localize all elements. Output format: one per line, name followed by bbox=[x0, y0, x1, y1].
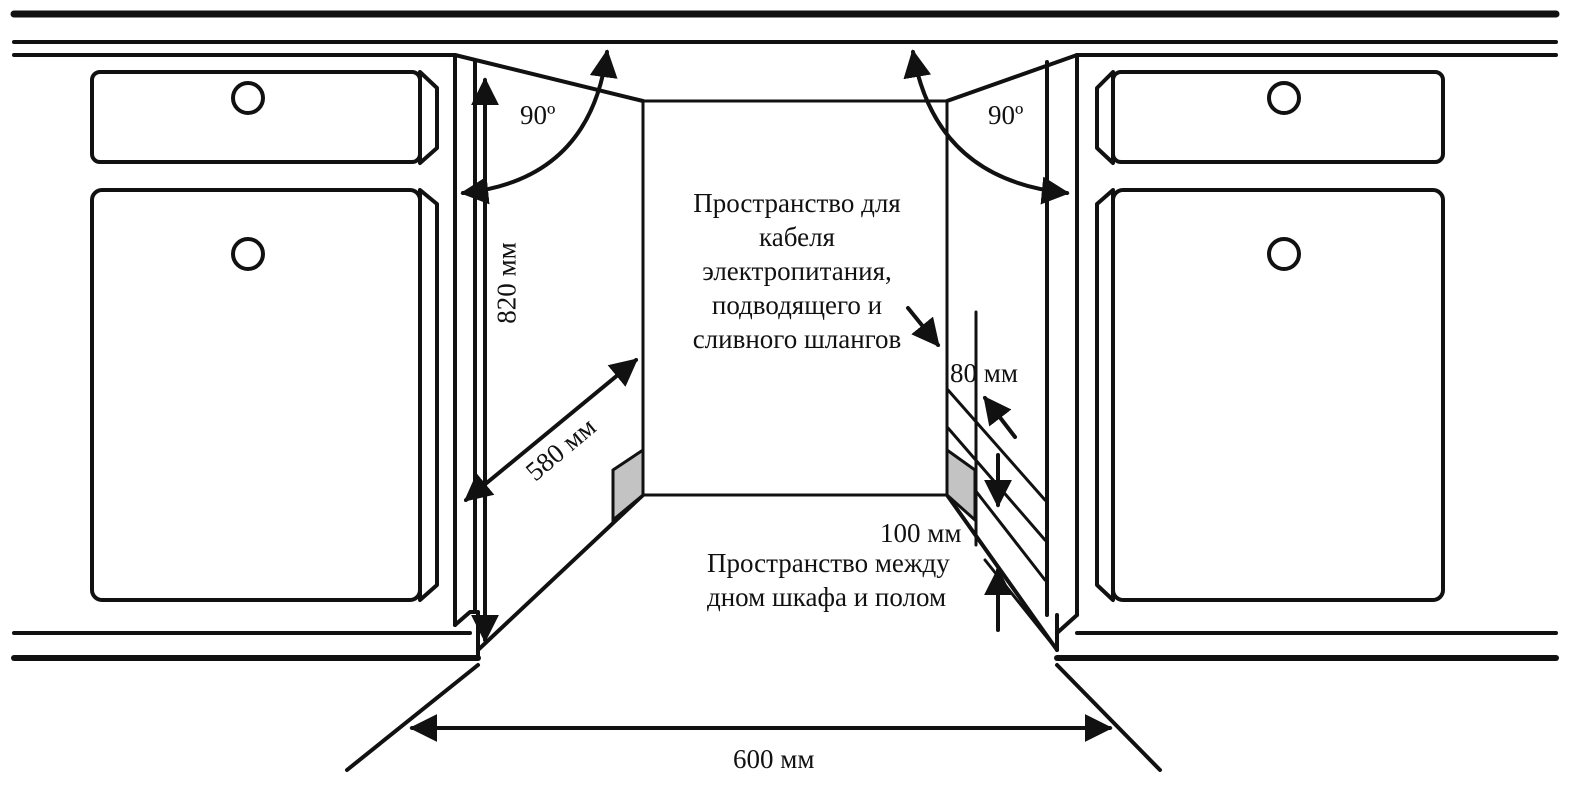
right-plinth-block bbox=[945, 447, 977, 524]
cable-space-line-3: электропитания, bbox=[702, 256, 892, 286]
floor-gap-diagonal bbox=[983, 558, 1059, 652]
right-cabinet-foot bbox=[1055, 613, 1079, 652]
gap-100-diagonal bbox=[973, 488, 1047, 582]
width-extension-left bbox=[345, 663, 480, 772]
left-drawer-side bbox=[418, 70, 439, 165]
gap-bottom-label: 100 мм bbox=[880, 518, 962, 548]
width-label: 600 мм bbox=[733, 744, 815, 774]
cable-space-line-2: кабеля bbox=[759, 222, 835, 252]
left-drawer-knob bbox=[231, 81, 265, 115]
right-door-front bbox=[1111, 188, 1445, 602]
cable-pointer bbox=[906, 306, 940, 348]
left-door-side bbox=[418, 188, 439, 602]
angle-arrow-right bbox=[903, 49, 1070, 205]
right-drawer-side bbox=[1095, 70, 1115, 165]
cable-space-line-1: Пространство для bbox=[693, 188, 901, 218]
width-extension-right bbox=[1055, 663, 1162, 772]
cable-space-label: Пространство для кабеля электропитания, … bbox=[672, 186, 922, 356]
niche-back-wall bbox=[641, 99, 949, 497]
right-door-knob bbox=[1267, 237, 1301, 271]
left-door-knob bbox=[231, 237, 265, 271]
gap-top-label: 80 мм bbox=[950, 358, 1018, 388]
height-label: 820 мм bbox=[491, 242, 522, 324]
gap-80-arrow bbox=[983, 395, 1017, 439]
floor-edge-left bbox=[476, 493, 645, 652]
floor-space-line-1: Пространство между bbox=[707, 548, 950, 578]
gap-80-diagonal-1 bbox=[946, 388, 1047, 502]
right-drawer-knob bbox=[1267, 81, 1301, 115]
floor-space-line-2: дном шкафа и полом bbox=[707, 582, 947, 612]
angle-arrow-left bbox=[460, 49, 618, 205]
left-drawer-front bbox=[90, 70, 422, 164]
angle-label-left: 90º bbox=[520, 100, 556, 130]
right-door-side bbox=[1095, 188, 1115, 602]
angle-label-right: 90º bbox=[988, 100, 1024, 130]
depth-arrow bbox=[463, 358, 639, 502]
niche-ceiling-right bbox=[945, 53, 1079, 103]
left-door-front bbox=[90, 188, 422, 602]
cable-space-line-5: сливного шлангов bbox=[692, 324, 902, 354]
floor-space-label: Пространство между дном шкафа и полом bbox=[707, 546, 950, 614]
right-drawer-front bbox=[1111, 70, 1445, 164]
cable-space-line-4: подводящего и bbox=[711, 290, 883, 320]
